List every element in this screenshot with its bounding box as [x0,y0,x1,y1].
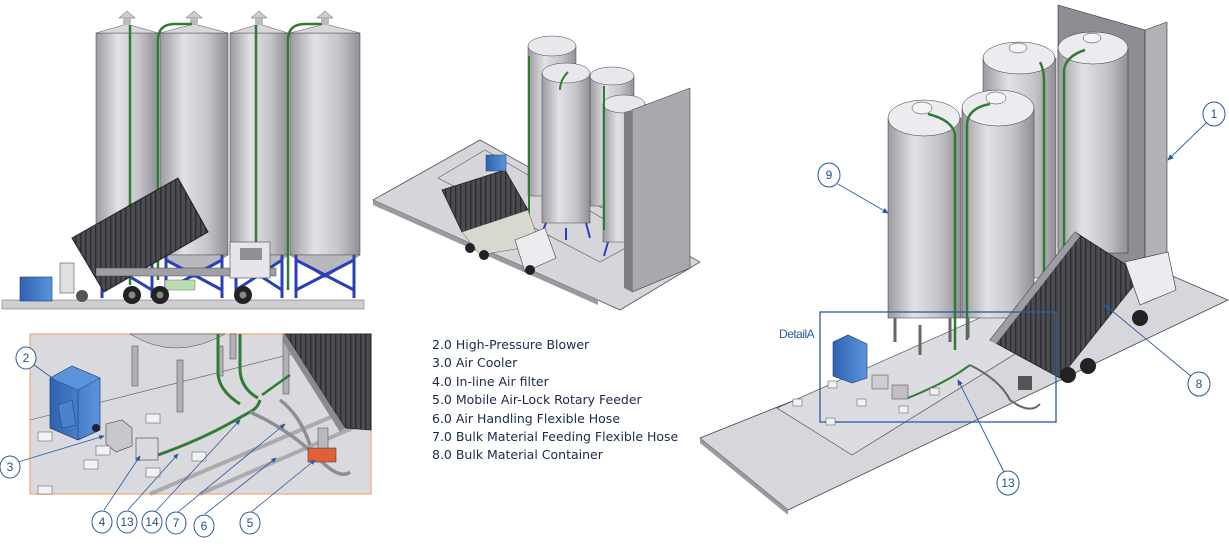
silo-4 [289,10,361,279]
svg-text:13: 13 [1001,476,1015,490]
callout-3: 3 [0,455,21,479]
isometric-overview-view [372,35,701,311]
svg-text:2: 2 [23,351,30,365]
svg-text:3: 3 [7,460,14,474]
legend-item: 4.0 In-line Air filter [432,373,549,389]
callout-7: 7 [165,511,187,535]
legend-item: 5.0 Mobile Air-Lock Rotary Feeder [432,392,642,408]
svg-text:7: 7 [173,516,180,530]
right-truck [989,231,1177,383]
legend-item: 8.0 Bulk Material Container [432,447,603,463]
detail-a-label: DetailA [779,327,815,341]
side-blower [19,262,88,302]
callout-6: 6 [193,514,215,538]
callout-9: 9 [817,162,841,188]
right-silos [887,31,1129,355]
silo-legs [129,333,290,413]
svg-text:14: 14 [145,515,159,529]
callout-bubbles: 2 3 4 13 14 7 6 5 1 9 8 13 [0,101,1226,538]
detail-a-closeup-view [17,333,372,515]
ground-slab [1,299,365,310]
svg-text:6: 6 [201,519,208,533]
callout-1: 1 [1202,101,1226,127]
detail-hoses [157,334,352,476]
callout-5: 5 [239,511,261,535]
high-pressure-blower [49,365,101,441]
silo-3 [229,10,289,279]
callout-2: 2 [15,346,37,370]
side-truck [71,177,277,304]
svg-text:1: 1 [1211,107,1218,121]
isometric-detail-view: DetailA [699,4,1229,515]
callout-8: 8 [1187,371,1211,397]
svg-text:5: 5 [247,516,254,530]
legend-item: 6.0 Air Handling Flexible Hose [432,410,621,426]
component-legend: 2.0 High-Pressure Blower 3.0 Air Cooler … [432,336,678,465]
callout-13-detail: 13 [116,510,138,534]
inline-air-filter [135,437,159,461]
detail-a-box [819,311,1057,423]
svg-text:4: 4 [99,515,106,529]
rotary-feeder [307,427,337,463]
side-elevation-view [1,10,365,310]
conveying-pipes [128,22,322,290]
callout-4: 4 [91,510,113,534]
anchor-blocks [37,413,207,495]
svg-text:13: 13 [120,515,134,529]
svg-text:9: 9 [826,168,833,182]
legend-item: 2.0 High-Pressure Blower [432,337,590,352]
detail-callouts [17,361,316,515]
legend-item: 7.0 Bulk Material Feeding Flexible Hose [432,429,679,445]
svg-text:8: 8 [1196,377,1203,391]
callout-14: 14 [141,510,163,534]
iso-truck [441,169,557,275]
callout-13-main: 13 [996,470,1020,496]
air-cooler [105,419,133,453]
legend-item: 3.0 Air Cooler [432,355,518,371]
